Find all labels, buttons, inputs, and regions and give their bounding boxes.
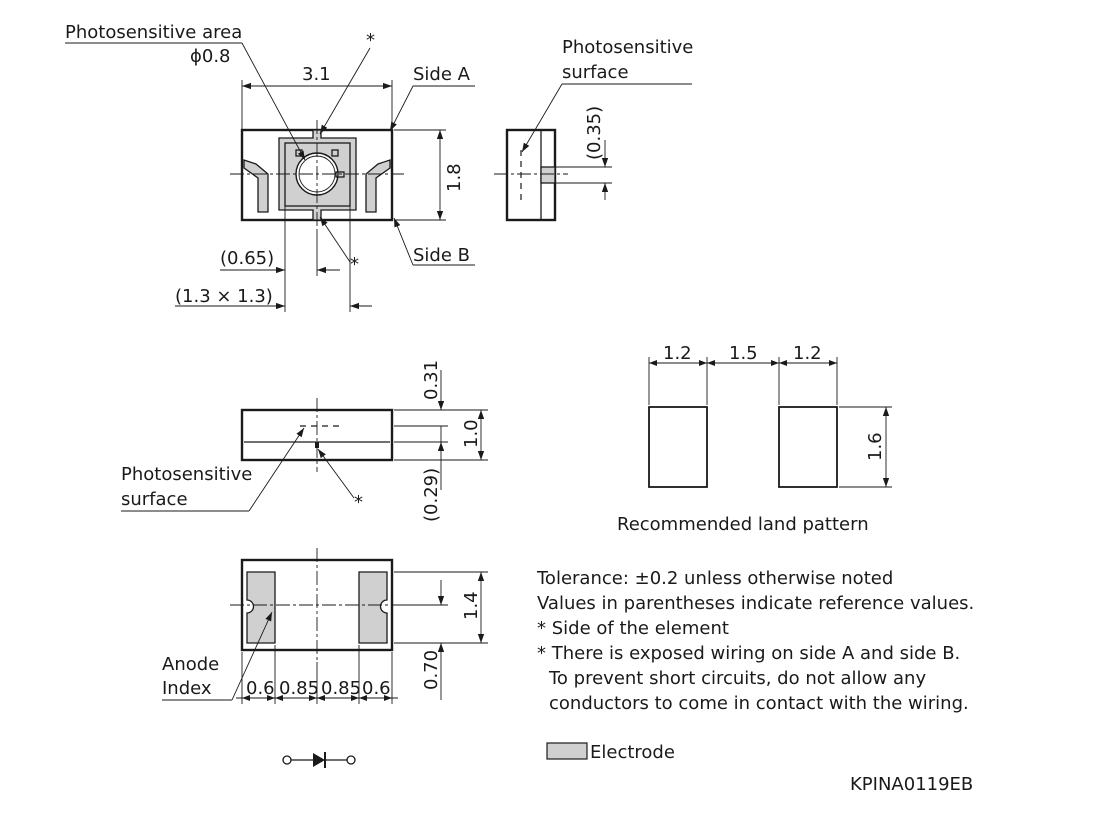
front-view: Photosensitive surface * 0.31 1.0 (0.29) bbox=[121, 360, 488, 522]
note-short-circuits: To prevent short circuits, do not allow … bbox=[548, 668, 926, 689]
top-view: 3.1 Photosensitive area ϕ0.8 * Side A bbox=[65, 22, 475, 312]
dim-1-4: 1.4 bbox=[461, 591, 482, 620]
label-phi-0-8: ϕ0.8 bbox=[190, 46, 231, 67]
label-index: Index bbox=[162, 678, 212, 699]
dim-lp-1-2-left: 1.2 bbox=[663, 343, 692, 364]
label-surface-right-2: surface bbox=[562, 62, 629, 83]
dim-0-29: (0.29) bbox=[421, 468, 442, 522]
dim-lp-1-5: 1.5 bbox=[729, 343, 758, 364]
star-middle: * bbox=[350, 254, 359, 275]
label-surface-left-1: Photosensitive bbox=[121, 464, 252, 485]
dim-lp-1-2-right: 1.2 bbox=[793, 343, 822, 364]
bottom-left-electrode bbox=[246, 571, 276, 644]
top-left-electrode bbox=[243, 159, 269, 213]
top-right-electrode bbox=[365, 159, 391, 213]
dim-b-0-6-left: 0.6 bbox=[246, 678, 275, 699]
star-top: * bbox=[366, 30, 375, 51]
note-exposed-wiring: * There is exposed wiring on side A and … bbox=[537, 643, 960, 664]
dim-b-0-85-left: 0.85 bbox=[279, 678, 319, 699]
dim-0-65: (0.65) bbox=[220, 248, 274, 269]
dim-1-3x1-3: (1.3 × 1.3) bbox=[175, 286, 273, 307]
dim-lp-1-6: 1.6 bbox=[865, 432, 886, 461]
label-side-a: Side A bbox=[413, 64, 471, 85]
dim-b-0-6-right: 0.6 bbox=[362, 678, 391, 699]
diode-symbol bbox=[282, 752, 356, 768]
dim-1-8: 1.8 bbox=[444, 163, 465, 192]
label-side-b: Side B bbox=[413, 245, 470, 266]
electrode-legend: Electrode bbox=[546, 742, 675, 763]
land-pad-right bbox=[778, 406, 838, 488]
note-side: * Side of the element bbox=[537, 618, 729, 639]
dim-0-31: 0.31 bbox=[421, 360, 442, 400]
land-pattern-caption: Recommended land pattern bbox=[617, 514, 869, 535]
bottom-right-electrode bbox=[358, 571, 388, 644]
note-conductors: conductors to come in contact with the w… bbox=[549, 693, 969, 714]
dim-1-0: 1.0 bbox=[461, 419, 482, 448]
dim-3-1: 3.1 bbox=[302, 64, 331, 85]
label-surface-left-2: surface bbox=[121, 489, 188, 510]
note-reference: Values in parentheses indicate reference… bbox=[537, 593, 974, 614]
legend-electrode: Electrode bbox=[590, 742, 675, 763]
note-tolerance: Tolerance: ±0.2 unless otherwise noted bbox=[536, 568, 893, 589]
notes: Tolerance: ±0.2 unless otherwise noted V… bbox=[536, 568, 974, 714]
drawing-code: KPINA0119EB bbox=[850, 774, 973, 795]
dim-b-0-85-right: 0.85 bbox=[321, 678, 361, 699]
bottom-view: Anode Index 0.6 0.85 0.85 0.6 1.4 0.70 bbox=[162, 548, 488, 704]
star-side: * bbox=[354, 492, 363, 513]
label-anode: Anode bbox=[162, 654, 219, 675]
land-pad-left bbox=[648, 406, 708, 488]
label-surface-right-1: Photosensitive bbox=[562, 37, 693, 58]
side-view: Photosensitive surface (0.35) bbox=[494, 37, 693, 222]
land-pattern: 1.2 1.5 1.2 1.6 Recommended land pattern bbox=[617, 343, 892, 535]
electrode-swatch bbox=[546, 742, 588, 760]
label-photosensitive-area: Photosensitive area bbox=[65, 22, 242, 43]
dim-0-35: (0.35) bbox=[584, 106, 605, 160]
dim-0-70: 0.70 bbox=[421, 650, 442, 690]
